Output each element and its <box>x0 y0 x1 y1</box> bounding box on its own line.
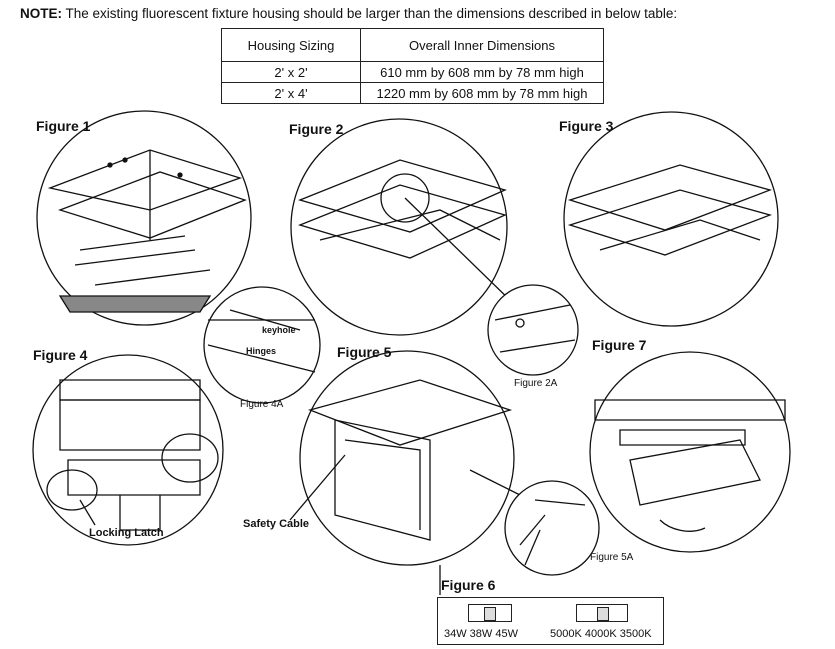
locking-latch-label: Locking Latch <box>89 527 164 539</box>
figure-2a-illustration <box>487 284 579 376</box>
table-row: 2' x 2' 610 mm by 608 mm by 78 mm high <box>221 61 604 83</box>
hinges-label: Hinges <box>246 346 277 356</box>
wattage-switch-slider <box>484 607 496 621</box>
figure-5-label: Figure 5 <box>337 344 392 360</box>
cct-options: 5000K 4000K 3500K <box>550 628 652 640</box>
figure-3-label: Figure 3 <box>559 118 614 134</box>
figure-2-illustration <box>290 118 516 336</box>
wattage-switch <box>468 604 512 622</box>
figure-4a-label: Figure 4A <box>240 399 284 410</box>
table-header-cell: Housing Sizing <box>221 28 361 62</box>
keyhole-label: keyhole <box>262 325 296 335</box>
note: NOTE: The existing fluorescent fixture h… <box>20 6 677 21</box>
table-cell: 610 mm by 608 mm by 78 mm high <box>360 61 604 83</box>
figure-1-label: Figure 1 <box>36 118 91 134</box>
figure-7-illustration <box>589 351 791 553</box>
figure-7-label: Figure 7 <box>592 337 647 353</box>
table-cell: 1220 mm by 608 mm by 78 mm high <box>360 82 604 104</box>
figure-6-label: Figure 6 <box>441 577 496 593</box>
note-text: The existing fluorescent fixture housing… <box>62 6 678 21</box>
figure-2-label: Figure 2 <box>289 121 344 137</box>
table-row: 2' x 4' 1220 mm by 608 mm by 78 mm high <box>221 82 604 104</box>
cct-switch <box>576 604 628 622</box>
figure-4-illustration <box>32 354 224 546</box>
figure-4-label: Figure 4 <box>33 347 88 363</box>
figure-5a-label: Figure 5A <box>590 552 634 563</box>
figure-5a-illustration <box>439 480 600 595</box>
figure-5-illustration <box>289 350 531 566</box>
figure-2a-label: Figure 2A <box>514 378 558 389</box>
housing-size-table: Housing Sizing Overall Inner Dimensions … <box>221 28 604 104</box>
cct-switch-slider <box>597 607 609 621</box>
figure-3-illustration <box>563 111 779 327</box>
safety-cable-label: Safety Cable <box>243 518 310 530</box>
figure-4a-illustration <box>203 286 321 404</box>
wattage-options: 34W 38W 45W <box>444 628 518 640</box>
table-cell: 2' x 4' <box>221 82 361 104</box>
note-prefix: NOTE: <box>20 6 62 21</box>
figure-1-illustration <box>36 110 252 326</box>
figure-6-switch-panel: 34W 38W 45W 5000K 4000K 3500K <box>437 597 664 645</box>
